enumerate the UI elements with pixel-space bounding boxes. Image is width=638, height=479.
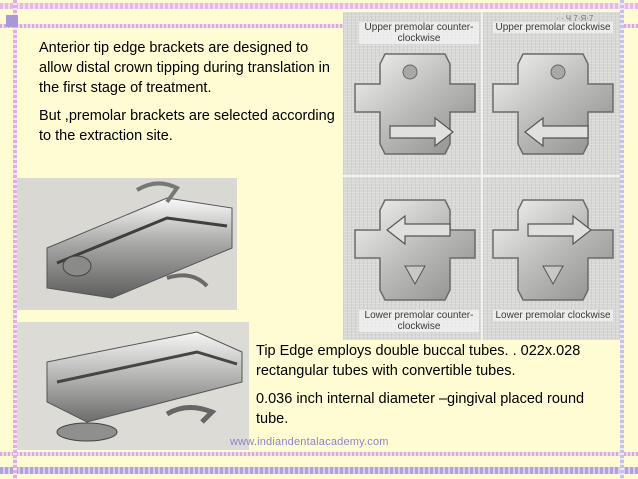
diagram-horizontal-divider (343, 175, 620, 177)
bracket-lower-left (354, 199, 476, 301)
label-lower-premolar-ccw: Lower premolar counter-clockwise (359, 310, 479, 332)
bracket-upper-right (492, 53, 614, 155)
paragraph-premolar-selection: But ,premolar brackets are selected acco… (39, 108, 335, 144)
watermark-url: www.indiandentalacademy.com (230, 436, 389, 448)
bracket-lower-right (492, 199, 614, 301)
tip-edge-bracket-photo-lower (17, 322, 249, 450)
left-border-stripe (13, 0, 17, 479)
diagram-corner-number: · · Ч 7·Я·7 (556, 14, 594, 23)
paragraph-buccal-tubes: Tip Edge employs double buccal tubes. . … (256, 343, 581, 379)
label-lower-premolar-cw: Lower premolar clockwise (493, 310, 613, 321)
bracket-photo-drawing-upper (17, 178, 237, 310)
corner-square (6, 15, 18, 27)
paragraph-anterior-brackets: Anterior tip edge brackets are designed … (39, 40, 330, 96)
bottom-border-band (0, 467, 638, 474)
intro-text-block: Anterior tip edge brackets are designed … (39, 38, 344, 154)
top-border-stripe (0, 24, 638, 28)
bottom-border-stripe (0, 452, 638, 456)
bracket-upper-left (354, 53, 476, 155)
premolar-bracket-diagram: Upper premolar counter-clockwise Upper p… (343, 12, 620, 340)
right-border-stripe (620, 0, 624, 479)
bracket-drawings (354, 53, 614, 301)
label-upper-premolar-cw: Upper premolar clockwise (493, 22, 613, 33)
paragraph-round-tube: 0.036 inch internal diameter –gingival p… (256, 391, 585, 427)
label-upper-premolar-ccw: Upper premolar counter-clockwise (359, 22, 479, 44)
top-border-band (0, 3, 638, 9)
bracket-photo-drawing-lower (17, 322, 249, 450)
tubes-text-block: Tip Edge employs double buccal tubes. . … (256, 341, 606, 437)
tip-edge-bracket-photo-upper (17, 178, 237, 310)
